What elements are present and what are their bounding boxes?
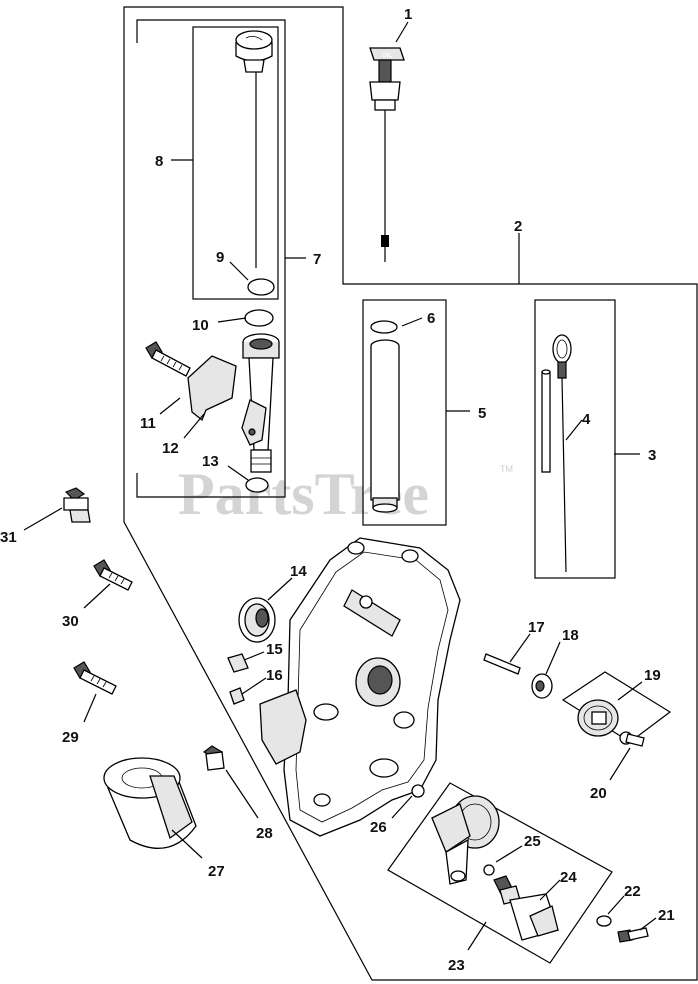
bolt-part-21 bbox=[617, 927, 649, 943]
callout-9: 9 bbox=[216, 249, 224, 266]
callout-30: 30 bbox=[62, 613, 79, 630]
bolt-part-29 bbox=[73, 661, 117, 695]
bolt-part-30 bbox=[93, 559, 133, 591]
bracket-part-12 bbox=[187, 355, 237, 422]
crankcase-cover bbox=[259, 537, 461, 837]
callout-labels: 1 2 3 4 5 6 7 8 9 10 11 12 13 14 15 16 1… bbox=[0, 6, 675, 974]
o-ring-13 bbox=[245, 477, 269, 493]
callout-18: 18 bbox=[562, 627, 579, 644]
oil-filter-part-27 bbox=[103, 757, 197, 849]
callout-21: 21 bbox=[658, 907, 675, 924]
o-ring-25 bbox=[483, 864, 495, 876]
o-ring-6 bbox=[370, 320, 398, 334]
o-ring-9 bbox=[247, 278, 275, 296]
o-ring-26 bbox=[411, 784, 425, 798]
callout-8: 8 bbox=[155, 153, 163, 170]
box-8 bbox=[192, 26, 279, 300]
dipstick-part-1: OIL bbox=[369, 47, 405, 262]
box-5 bbox=[362, 299, 447, 526]
callout-28: 28 bbox=[256, 825, 273, 842]
dipstick-tube bbox=[241, 333, 280, 473]
callout-22: 22 bbox=[624, 883, 641, 900]
callout-12: 12 bbox=[162, 440, 179, 457]
plug-part-16 bbox=[229, 687, 245, 705]
callout-7: 7 bbox=[313, 251, 321, 268]
pin-part-20 bbox=[619, 731, 645, 747]
o-ring-10 bbox=[244, 309, 274, 327]
watermark-trademark: TM bbox=[500, 464, 513, 474]
pin-part-17 bbox=[483, 653, 521, 675]
assembly-outline bbox=[123, 6, 698, 981]
callout-15: 15 bbox=[266, 641, 283, 658]
callout-27: 27 bbox=[208, 863, 225, 880]
fitting-part-28 bbox=[202, 745, 225, 771]
bolt-part-11 bbox=[145, 341, 191, 377]
callout-17: 17 bbox=[528, 619, 545, 636]
callout-11: 11 bbox=[140, 415, 156, 432]
callout-16: 16 bbox=[266, 667, 283, 684]
dipstick-part-8 bbox=[235, 30, 273, 268]
seal-part-14 bbox=[238, 597, 276, 643]
callout-6: 6 bbox=[427, 310, 435, 327]
oil-pump-gear bbox=[431, 795, 500, 885]
plug-part-15 bbox=[227, 653, 249, 673]
callout-10: 10 bbox=[192, 317, 209, 334]
sensor-part-31 bbox=[63, 487, 91, 523]
callout-4: 4 bbox=[582, 411, 591, 428]
callout-1: 1 bbox=[404, 6, 412, 23]
callout-29: 29 bbox=[62, 729, 79, 746]
callout-14: 14 bbox=[290, 563, 307, 580]
washer-part-18 bbox=[531, 673, 553, 699]
box-23 bbox=[387, 782, 613, 964]
box-3 bbox=[534, 299, 616, 579]
callout-19: 19 bbox=[644, 667, 661, 684]
callout-31: 31 bbox=[0, 529, 17, 546]
callout-20: 20 bbox=[590, 785, 607, 802]
callout-13: 13 bbox=[202, 453, 219, 470]
callout-23: 23 bbox=[448, 957, 465, 974]
callout-2: 2 bbox=[514, 218, 522, 235]
callout-5: 5 bbox=[478, 405, 486, 422]
washer-part-22 bbox=[596, 915, 612, 927]
tube-part-5 bbox=[370, 320, 400, 513]
callout-26: 26 bbox=[370, 819, 387, 836]
leader-lines bbox=[23, 21, 657, 951]
callout-24: 24 bbox=[560, 869, 577, 886]
callout-25: 25 bbox=[524, 833, 541, 850]
gear-part-19 bbox=[577, 699, 619, 737]
dipstick-cap-text: OIL bbox=[382, 53, 392, 59]
sensor-part-24 bbox=[493, 875, 559, 941]
dipstick-part-4 bbox=[541, 334, 572, 573]
callout-3: 3 bbox=[648, 447, 656, 464]
